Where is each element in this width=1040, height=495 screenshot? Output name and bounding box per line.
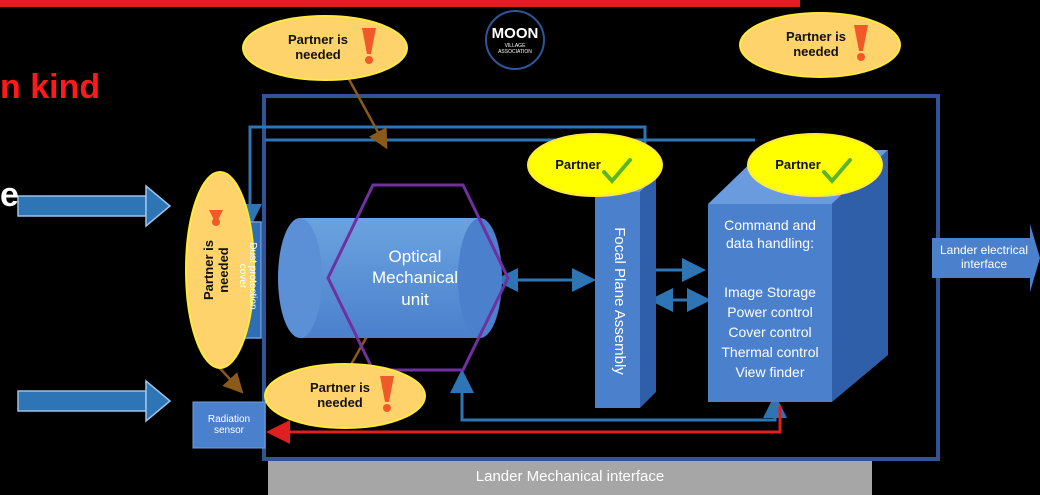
label-dust-cover: Dust protection cover <box>237 242 259 310</box>
logo-text: MOON <box>491 25 539 43</box>
top-red-rule <box>0 0 800 7</box>
label-cdh-title: Command and data handling: <box>724 216 816 251</box>
exclamation-icon <box>854 25 868 61</box>
cdh-item: View finder <box>735 364 805 380</box>
callout-partner-cdh <box>747 133 883 197</box>
label-optical-unit: Optical Mechanical unit <box>372 247 458 309</box>
cdh-item: Thermal control <box>721 344 819 360</box>
cdh-item: Image Storage <box>724 284 816 300</box>
cdh-item: Cover control <box>728 324 812 340</box>
label-partner-needed-top-left: Partner is needed <box>288 32 348 62</box>
callout-partner-focal <box>527 133 663 197</box>
blue-connectors <box>238 125 787 422</box>
radiation-sensor-box <box>192 401 266 449</box>
checkmark-icon <box>822 158 852 185</box>
cdh-item-list: Image Storage Power control Cover contro… <box>708 282 832 382</box>
optical-mechanical-cylinder <box>278 218 502 338</box>
headline-fragment-kind: n kind <box>0 68 101 107</box>
exclamation-icon <box>380 376 394 412</box>
label-radiation-sensor: Radiation sensor <box>207 413 251 437</box>
label-partner-cdh: Partner <box>775 156 821 172</box>
input-arrow-bottom <box>17 379 172 423</box>
logo-ring <box>485 10 545 70</box>
label-partner-needed-top-right: Partner is needed <box>786 29 846 59</box>
headline-fragment-e: e <box>0 176 19 215</box>
label-lander-mechanical: Lander Mechanical interface <box>475 467 665 485</box>
purple-hexagon <box>326 183 510 372</box>
label-lander-electrical: Lander electrical interface <box>939 243 1029 271</box>
lander-mechanical-band <box>268 458 872 495</box>
red-feedback-line <box>266 406 782 444</box>
exclamation-icon <box>209 210 223 226</box>
label-focal-plane: Focal Plane Assembly <box>610 227 628 375</box>
label-partner-focal: Partner <box>555 156 601 172</box>
callout-partner-needed-left <box>185 171 255 369</box>
label-partner-needed-bottom: Partner is needed <box>310 380 370 410</box>
label-partner-needed-left: Partner is needed <box>201 240 231 300</box>
exclamation-icon <box>362 28 376 64</box>
lander-electrical-arrow <box>932 224 1040 292</box>
input-arrow-top <box>17 184 172 228</box>
checkmark-icon <box>602 158 632 185</box>
logo-subtext: VILLAGE ASSOCIATION <box>498 43 532 55</box>
cdh-item: Power control <box>727 304 813 320</box>
